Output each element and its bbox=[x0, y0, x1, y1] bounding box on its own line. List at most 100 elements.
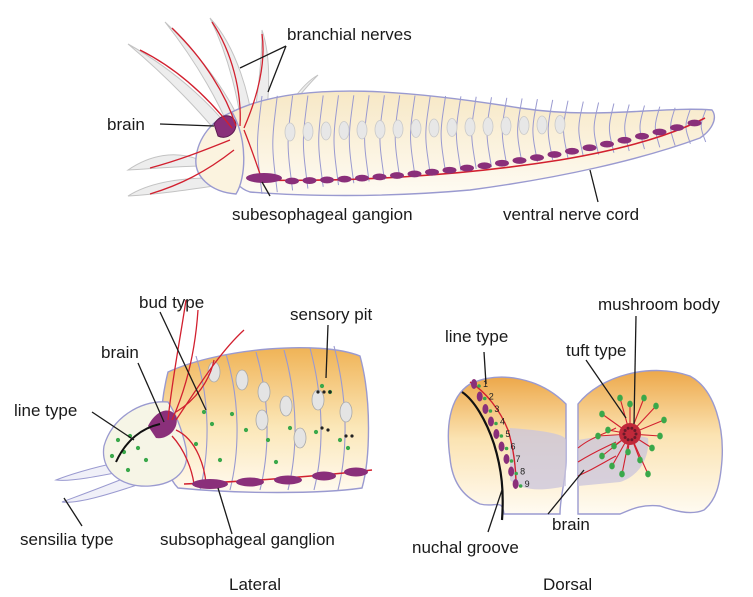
sense-dot bbox=[230, 412, 234, 416]
ventral-ganglion bbox=[303, 177, 317, 184]
ventral-ganglion bbox=[320, 177, 334, 184]
mushroom-granule bbox=[624, 436, 627, 439]
tuft-organ bbox=[661, 417, 667, 424]
subesophageal-ganglion-shape bbox=[246, 173, 282, 183]
sensory-pit-shape bbox=[236, 370, 248, 390]
line-type-organ bbox=[513, 479, 519, 489]
label-sensilia-type: sensilia type bbox=[20, 530, 114, 549]
tuft-organ bbox=[611, 443, 617, 450]
sensory-pit-shape bbox=[340, 402, 352, 422]
line-type-dot bbox=[477, 384, 481, 388]
line-type-dot bbox=[494, 422, 498, 426]
label-line-type-dorsal: line type bbox=[445, 327, 508, 346]
line-type-organ bbox=[508, 467, 514, 477]
lateral-head-illustration bbox=[56, 300, 372, 534]
ventral-ganglion bbox=[425, 169, 439, 176]
line-type-organ bbox=[471, 379, 477, 389]
pit-dot bbox=[344, 434, 347, 437]
sense-dot bbox=[116, 438, 120, 442]
line-type-number: 5 bbox=[505, 429, 510, 439]
sense-dot bbox=[202, 410, 206, 414]
line-type-dot bbox=[510, 459, 514, 463]
tuft-organ bbox=[653, 403, 659, 410]
sense-dot bbox=[244, 428, 248, 432]
pit-dot bbox=[350, 434, 353, 437]
tuft-organ bbox=[605, 427, 611, 434]
worm-organ bbox=[429, 119, 439, 137]
label-sensory-pit: sensory pit bbox=[290, 305, 372, 324]
sense-dot bbox=[144, 458, 148, 462]
ventral-ganglion bbox=[355, 175, 369, 182]
sense-dot bbox=[218, 458, 222, 462]
line-type-number: 8 bbox=[520, 467, 525, 477]
sense-dot bbox=[136, 446, 140, 450]
line-type-organ bbox=[503, 454, 509, 464]
sensory-pit-shape bbox=[256, 410, 268, 430]
worm-organ bbox=[483, 118, 493, 136]
sensory-pit-shape bbox=[258, 382, 270, 402]
label-brain-dorsal: brain bbox=[552, 515, 590, 534]
pit-dot bbox=[322, 390, 325, 393]
worm-organ bbox=[303, 123, 313, 141]
tuft-organ bbox=[657, 433, 663, 440]
mushroom-granule bbox=[635, 433, 638, 436]
line-type-dot bbox=[500, 434, 504, 438]
ventral-ganglion bbox=[618, 137, 632, 144]
ventral-ganglion bbox=[513, 157, 527, 164]
pit-dot bbox=[328, 390, 331, 393]
line-type-dot bbox=[489, 409, 493, 413]
mushroom-granule bbox=[633, 436, 636, 439]
label-ventral-nerve-cord: ventral nerve cord bbox=[503, 205, 639, 224]
sense-dot bbox=[288, 426, 292, 430]
label-tuft-type: tuft type bbox=[566, 341, 626, 360]
label-mushroom-body: mushroom body bbox=[598, 295, 720, 314]
whole-worm-illustration bbox=[128, 18, 714, 202]
worm-organ bbox=[411, 120, 421, 138]
tuft-organ bbox=[641, 395, 647, 402]
ventral-ganglion bbox=[460, 165, 474, 172]
sense-dot bbox=[274, 460, 278, 464]
worm-organ bbox=[555, 116, 565, 134]
tuft-organ bbox=[599, 411, 605, 418]
worm-organ bbox=[321, 122, 331, 140]
mushroom-granule bbox=[624, 429, 627, 432]
worm-organ bbox=[357, 121, 367, 139]
label-brain-top: brain bbox=[107, 115, 145, 134]
mushroom-granule bbox=[633, 429, 636, 432]
tuft-organ bbox=[645, 471, 651, 478]
sensory-pit-shape bbox=[294, 428, 306, 448]
label-nuchal-groove: nuchal groove bbox=[412, 538, 519, 557]
line-type-dot bbox=[483, 397, 487, 401]
mushroom-body-shape bbox=[619, 423, 641, 445]
line-type-organ bbox=[482, 404, 488, 414]
tuft-organ bbox=[609, 463, 615, 470]
caption-dorsal: Dorsal bbox=[543, 575, 592, 594]
line-type-organ bbox=[488, 417, 494, 427]
line-type-number: 7 bbox=[515, 454, 520, 464]
sense-dot bbox=[194, 442, 198, 446]
ventral-ganglion bbox=[653, 129, 667, 136]
sense-dot bbox=[320, 384, 324, 388]
sense-dot bbox=[338, 438, 342, 442]
line-type-organ bbox=[477, 392, 483, 402]
ventral-ganglion bbox=[338, 176, 352, 183]
ventral-ganglion bbox=[373, 173, 387, 180]
ventral-ganglion bbox=[583, 144, 597, 151]
tuft-organ bbox=[649, 445, 655, 452]
label-branchial-nerves: branchial nerves bbox=[287, 25, 412, 44]
mushroom-granule bbox=[623, 433, 626, 436]
ventral-ganglion bbox=[530, 154, 544, 161]
line-type-number: 3 bbox=[494, 404, 499, 414]
ventral-ganglion bbox=[600, 141, 614, 148]
worm-organ bbox=[393, 120, 403, 138]
pit-dot bbox=[326, 428, 329, 431]
mushroom-granule bbox=[627, 427, 630, 430]
ventral-ganglion bbox=[443, 167, 457, 174]
worm-organ bbox=[447, 119, 457, 137]
ventral-ganglion bbox=[548, 151, 562, 158]
label-line-type-lateral: line type bbox=[14, 401, 77, 420]
mushroom-granule bbox=[630, 438, 633, 441]
ventral-ganglion bbox=[478, 162, 492, 169]
